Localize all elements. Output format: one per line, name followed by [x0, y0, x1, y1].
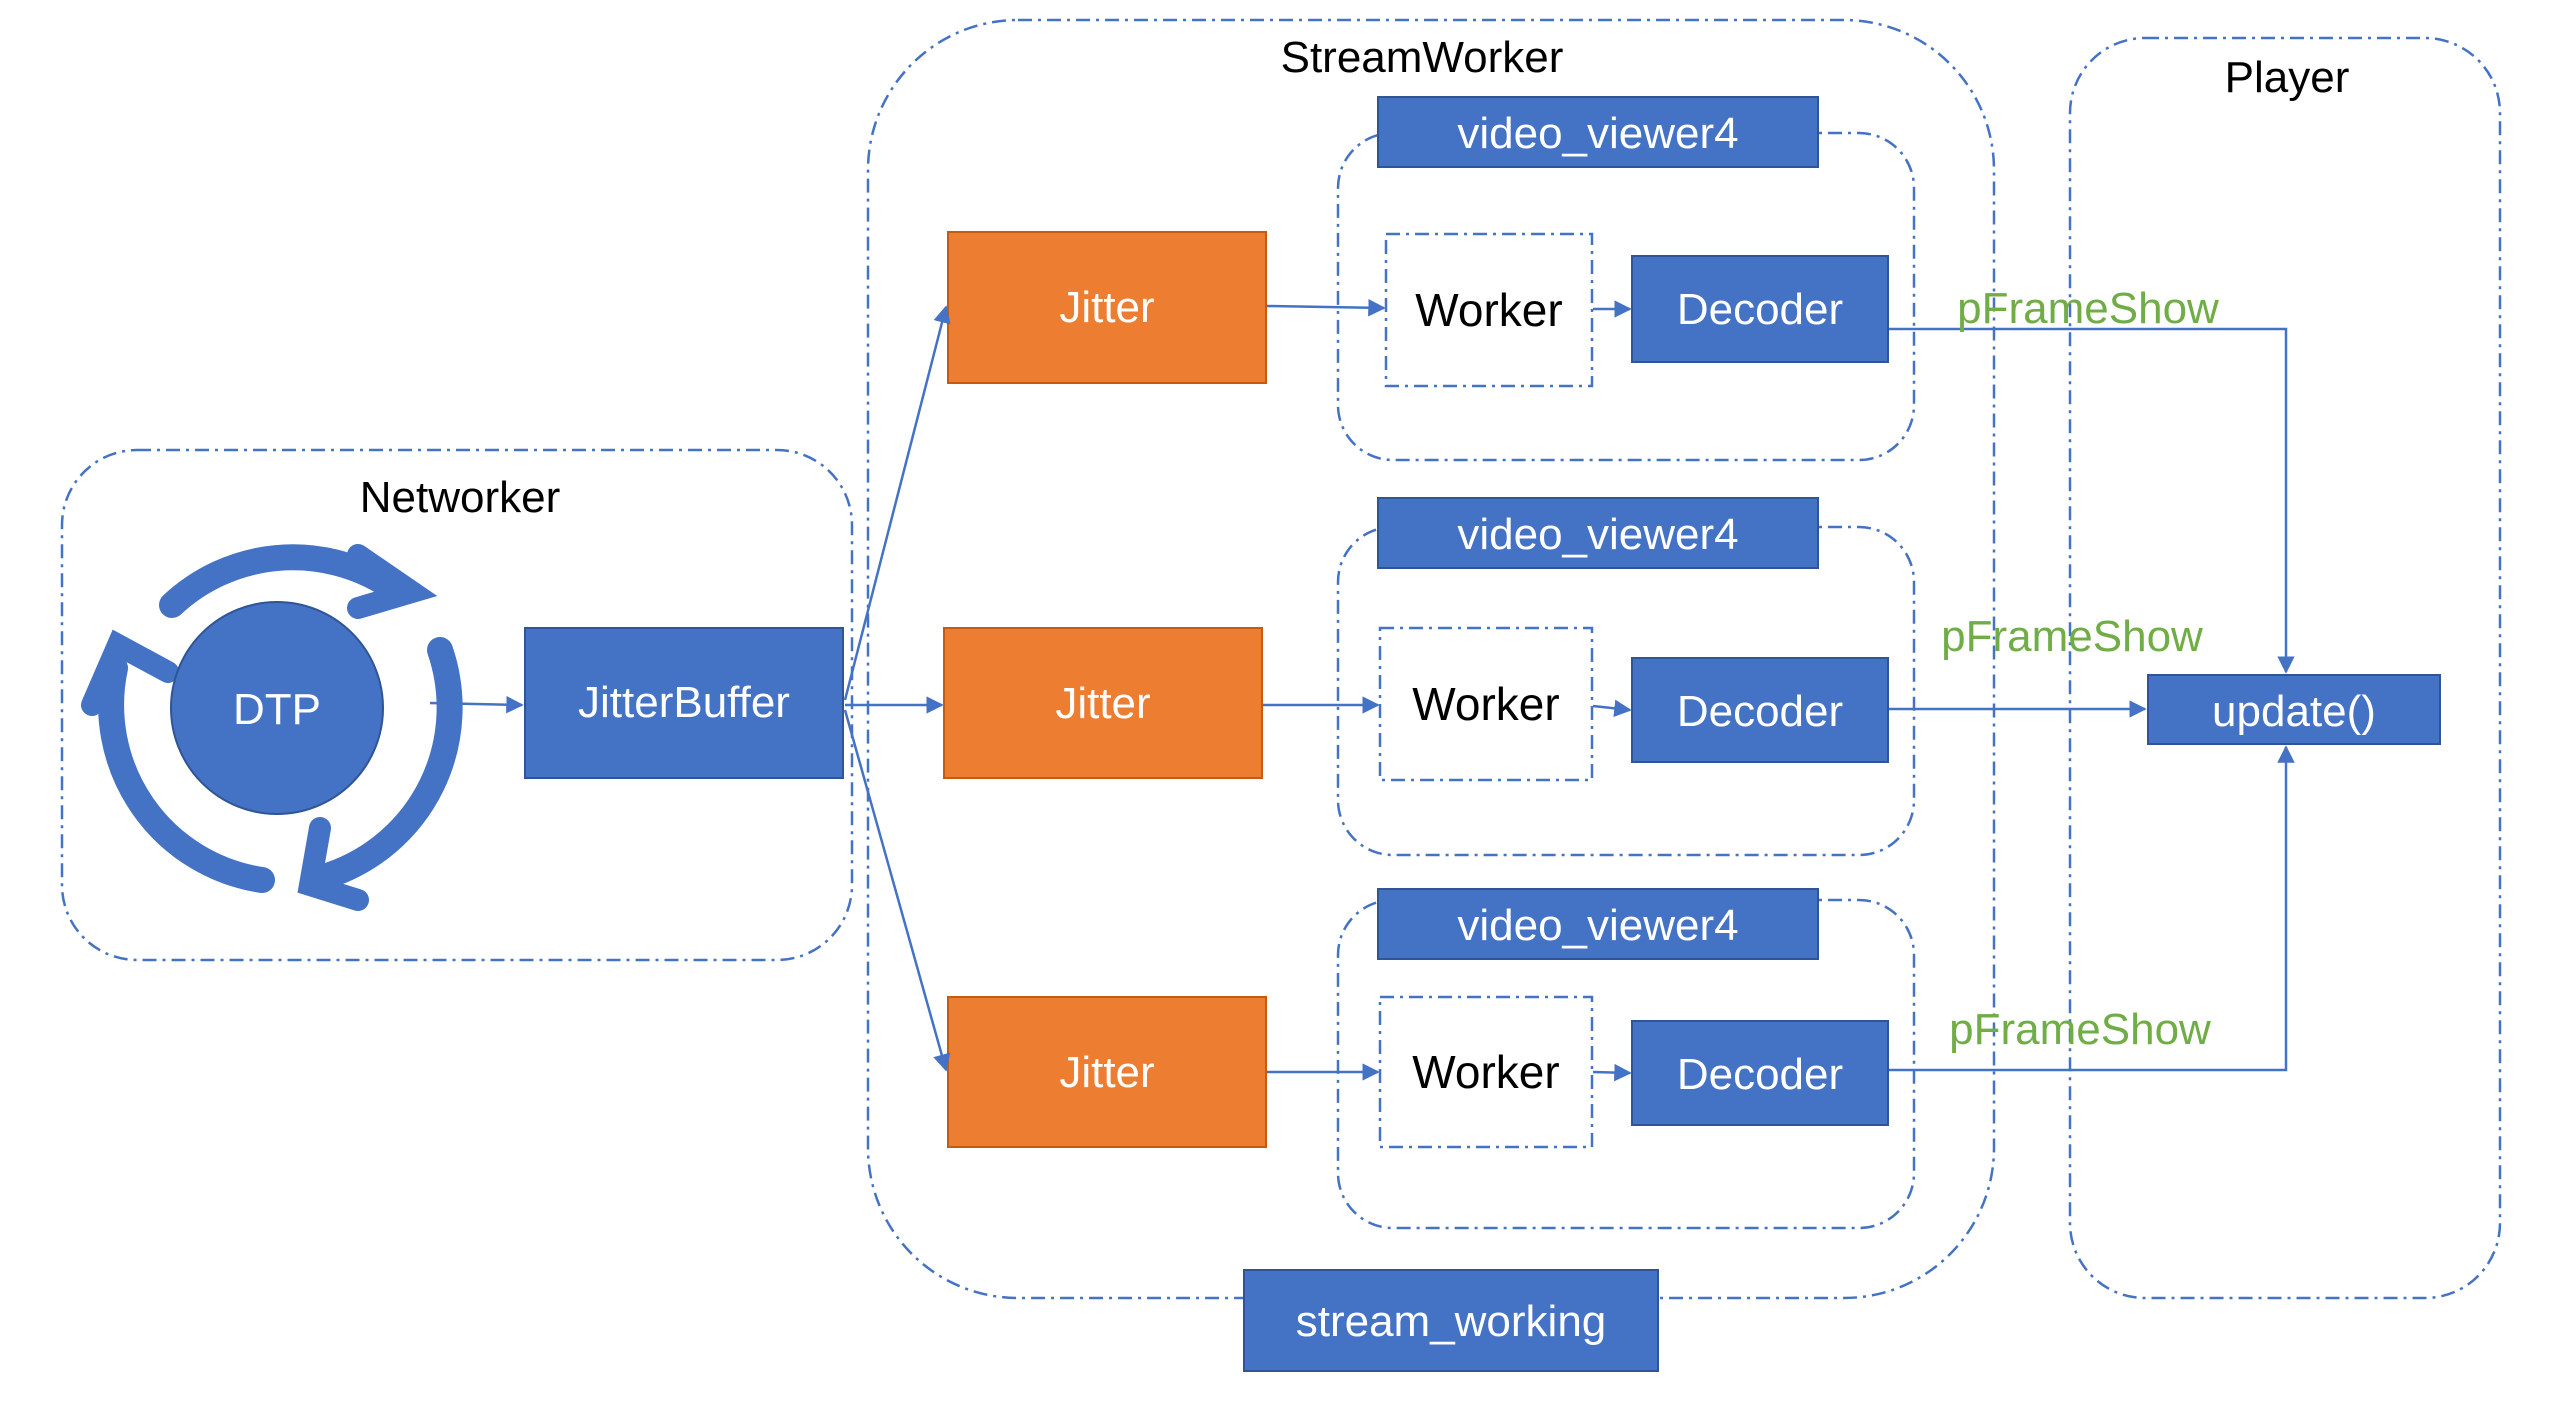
worker-label-1: Worker — [1415, 284, 1562, 336]
stream-working-node: stream_working — [1243, 1269, 1659, 1372]
edge-decoder3-update — [1889, 745, 2295, 1072]
networker-title: Networker — [360, 473, 561, 522]
connectors — [429, 298, 2295, 1082]
update-node: update() — [2147, 674, 2441, 745]
decoder-node-1: Decoder — [1631, 255, 1889, 363]
update-label: update() — [2212, 687, 2376, 736]
edge-jitterbuffer-jitter1 — [843, 305, 951, 701]
video-viewer-box-3: video_viewer4 — [1377, 888, 1819, 960]
edge-jitterbuffer-jitter3 — [843, 709, 951, 1072]
video-viewer-label-1: video_viewer4 — [1457, 109, 1738, 158]
worker-node-1: Worker — [1384, 232, 1594, 388]
jitter-node-2: Jitter — [943, 627, 1263, 779]
pframeshow-label-3: pFrameShow — [1949, 1005, 2211, 1054]
jitter-label-3: Jitter — [1059, 1048, 1154, 1097]
jitter-node-3: Jitter — [947, 996, 1267, 1148]
decoder-label-1: Decoder — [1677, 285, 1843, 334]
cycle-arrows-icon — [81, 544, 463, 911]
decoder-node-2: Decoder — [1631, 657, 1889, 763]
edge-worker3-decoder3 — [1592, 1063, 1632, 1082]
jitterbuffer-label: JitterBuffer — [578, 678, 790, 727]
dtp-node: DTP — [170, 601, 384, 815]
edge-decoder1-update — [1889, 327, 2295, 674]
decoder-node-3: Decoder — [1631, 1020, 1889, 1126]
edge-dtp-jitterbuffer — [429, 695, 524, 714]
dtp-label: DTP — [233, 685, 321, 734]
player-title: Player — [2225, 53, 2350, 102]
jitter-label-2: Jitter — [1055, 679, 1150, 728]
worker-label-3: Worker — [1412, 1046, 1559, 1098]
video-viewer-label-2: video_viewer4 — [1457, 510, 1738, 559]
edge-jitter1-worker1 — [1266, 298, 1386, 317]
worker-node-2: Worker — [1378, 626, 1594, 782]
streamworker-title: StreamWorker — [1281, 33, 1564, 82]
stream-working-label: stream_working — [1296, 1297, 1607, 1346]
jitter-node-1: Jitter — [947, 231, 1267, 384]
edge-worker2-decoder2 — [1592, 699, 1632, 718]
video-viewer-box-1: video_viewer4 — [1377, 96, 1819, 168]
video-viewer-label-3: video_viewer4 — [1457, 901, 1738, 950]
worker-label-2: Worker — [1412, 678, 1559, 730]
worker-node-3: Worker — [1378, 995, 1594, 1149]
pframeshow-label-2: pFrameShow — [1941, 612, 2203, 661]
jitterbuffer-node: JitterBuffer — [524, 627, 844, 779]
decoder-label-2: Decoder — [1677, 687, 1843, 736]
player-group: Player — [2068, 36, 2502, 1300]
video-viewer-box-2: video_viewer4 — [1377, 497, 1819, 569]
pframeshow-label-1: pFrameShow — [1957, 284, 2219, 333]
decoder-label-3: Decoder — [1677, 1050, 1843, 1099]
jitter-label-1: Jitter — [1059, 283, 1154, 332]
